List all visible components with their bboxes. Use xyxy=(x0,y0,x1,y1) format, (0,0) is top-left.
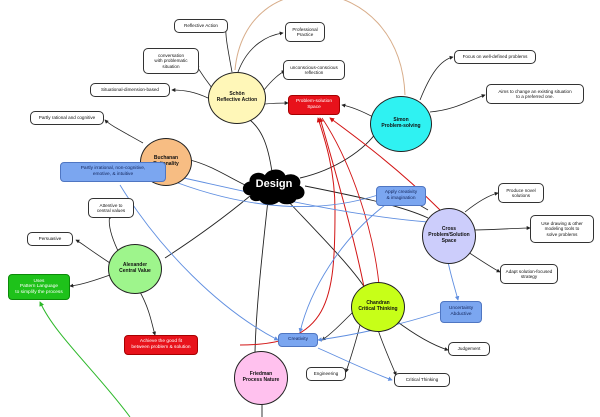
link-red-chandran-simon xyxy=(321,117,381,296)
flag-uncertainty-abductive[interactable]: Uncertainty Abductive xyxy=(440,301,482,323)
topic-simon[interactable]: Simon Problem-solving xyxy=(370,96,432,152)
flag-creativity[interactable]: Creativity xyxy=(278,333,318,347)
link-blue-irrational-creativity xyxy=(119,184,279,341)
design-label: Design xyxy=(255,178,293,190)
link-chandran-critical xyxy=(377,329,397,376)
leaf-conversation[interactable]: conversation with problematic situation xyxy=(143,48,199,74)
link-design-schon xyxy=(249,119,273,173)
link-blue-apply-irrational xyxy=(164,177,379,208)
link-cross-produce xyxy=(464,191,499,213)
link-red-goodfit-problemspace xyxy=(239,117,336,346)
flag-uses-pattern-language[interactable]: Uses Pattern Language to simplify the pr… xyxy=(8,274,70,300)
link-schon-simon-arc xyxy=(234,0,406,96)
topic-schon[interactable]: Schön Reflective Action xyxy=(208,72,266,124)
link-blue-apply-creativity xyxy=(298,204,386,333)
link-chandran-engineering xyxy=(345,324,361,373)
link-red-cross-problemspace xyxy=(329,117,441,211)
flag-problem-solution-space[interactable]: Problem-solution Space xyxy=(288,95,340,115)
leaf-unconscious[interactable]: unconscious-conscious reflection xyxy=(283,60,345,80)
leaf-persuasive[interactable]: Persuasive xyxy=(27,232,73,246)
link-schon-unconscious xyxy=(263,70,286,91)
leaf-drawing-modeling[interactable]: Use drawing & other modeling tools to so… xyxy=(530,215,594,243)
topic-chandran[interactable]: Chandran Critical Thinking xyxy=(351,282,405,332)
link-red-chandran-problemspace xyxy=(318,117,366,293)
design-cloud[interactable] xyxy=(239,165,309,207)
link-schon-problem-space xyxy=(264,101,289,106)
link-chandran-creativity xyxy=(321,309,356,341)
leaf-situational[interactable]: Situational-dimension-based xyxy=(90,83,170,97)
topic-friedman[interactable]: Friedman Process Nature xyxy=(234,351,288,405)
leaf-produce-novel[interactable]: Produce novel solutions xyxy=(498,183,544,203)
link-design-friedman xyxy=(254,199,269,353)
leaf-judgement[interactable]: Judgement xyxy=(448,342,490,356)
link-simon-aims xyxy=(429,94,486,113)
link-design-simon xyxy=(299,129,379,179)
link-schon-situational xyxy=(171,88,209,99)
flag-partly-irrational[interactable]: Partly irrational, non-cognitive, emotiv… xyxy=(60,162,166,182)
link-design-cross xyxy=(304,185,429,219)
link-green-bottom-pattern xyxy=(39,301,131,417)
leaf-aims-change[interactable]: Aims to change an existing situation to … xyxy=(486,84,584,104)
link-schon-professional xyxy=(237,31,284,73)
link-blue-creativity-critical xyxy=(317,347,393,381)
link-cross-drawing xyxy=(469,226,531,231)
leaf-critical-thinking[interactable]: Critical Thinking xyxy=(394,373,450,387)
link-design-buchanan xyxy=(189,159,246,186)
link-buchanan-partlyrational xyxy=(104,119,144,144)
link-alexander-persuasive xyxy=(75,239,111,264)
flag-apply-creativity[interactable]: Apply creativity & imagination xyxy=(376,186,426,206)
link-alexander-goodfit xyxy=(139,291,156,336)
link-design-chandran xyxy=(284,197,366,289)
leaf-professional-practice[interactable]: Professional Practice xyxy=(285,22,325,42)
flag-achieve-good-fit[interactable]: Achieve the good fit between problem & s… xyxy=(124,335,198,355)
leaf-engineering[interactable]: Engineering xyxy=(306,367,346,381)
leaf-attentive[interactable]: Attentive to central values xyxy=(88,198,134,218)
link-alexander-pattern xyxy=(69,274,111,288)
leaf-well-defined[interactable]: Focus on well-defined problems xyxy=(454,50,536,64)
link-schon-reflective xyxy=(223,26,233,73)
leaf-reflective-action[interactable]: Reflective Action xyxy=(174,19,228,33)
link-blue-cross-uncertainty xyxy=(447,261,460,301)
leaf-partly-rational[interactable]: Partly rational and cognitive xyxy=(30,111,104,125)
link-chandran-judgement xyxy=(394,319,449,351)
topic-alexander[interactable]: Alexander Central Value xyxy=(108,244,162,294)
leaf-adapt-solution[interactable]: Adapt solution-focused strategy xyxy=(500,264,558,284)
link-design-alexander xyxy=(164,195,251,259)
link-simon-welldefined xyxy=(419,55,454,101)
topic-cross[interactable]: Cross Problem/Solution Space xyxy=(422,208,476,264)
